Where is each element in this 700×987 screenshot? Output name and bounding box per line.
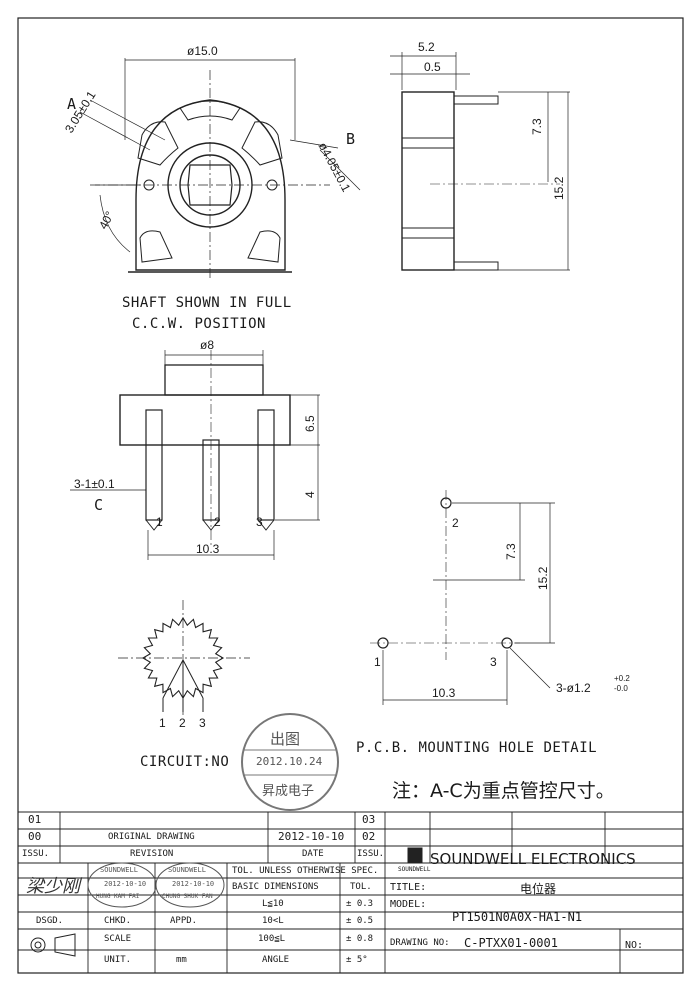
no-label: NO: (625, 940, 644, 951)
tol-range-3: 100≦L (258, 934, 286, 944)
stamp-date: 2012.10.24 (256, 755, 323, 768)
tol-label: TOL. (350, 882, 372, 892)
hdr-issu: ISSU. (22, 849, 50, 859)
sheet-border (17, 17, 684, 974)
approval-stamp (241, 713, 339, 811)
label-scale: SCALE (104, 934, 132, 944)
circuit-pin-2: 2 (179, 716, 186, 730)
pcb-pin-2: 2 (452, 516, 459, 530)
shaft-note-line2: C.C.W. POSITION (132, 316, 266, 332)
label-a: A (67, 95, 77, 113)
label-unit: UNIT. (104, 955, 132, 965)
title-label: TITLE: (390, 882, 427, 893)
signature: 梁少刚 (26, 876, 80, 897)
dim-side-offset: 0.5 (424, 60, 441, 74)
note-cn: 注：A-C为重点管控尺寸。 (392, 780, 615, 802)
title-block-grid (18, 811, 683, 973)
shaft-note-line1: SHAFT SHOWN IN FULL (122, 295, 292, 311)
tol-value-3: ± 0.8 (346, 934, 374, 944)
label-chkd: CHKD. (104, 916, 132, 926)
stamp-title: 出图 (270, 730, 301, 748)
small-stamp-2-bottom: CHUNG SHUK FAN (162, 893, 213, 900)
label-dsgd: DSGD. (36, 916, 64, 926)
circuit-pin-3: 3 (199, 716, 206, 730)
pcb-dim-hole: 3-ø1.2 (556, 681, 591, 695)
right-row-03: 03 (362, 813, 376, 826)
small-stamp-1-top: SOUNDWELL (100, 866, 138, 874)
tol-value-1: ± 0.3 (346, 899, 374, 909)
small-stamp-2-date: 2012-10-10 (172, 880, 215, 888)
tol-range-2: 10<L (262, 916, 284, 926)
hdr-issu2: ISSU. (357, 849, 385, 859)
rev-issu-01: 01 (28, 813, 42, 826)
drawing-no-label: DRAWING NO: (390, 938, 450, 948)
rev-date-00: 2012-10-10 (278, 830, 345, 843)
hdr-revision: REVISION (130, 849, 174, 859)
small-stamp-2-top: SOUNDWELL (168, 866, 206, 874)
angle-tol: ± 5° (346, 955, 368, 965)
bottom-pin-2: 2 (214, 515, 221, 529)
dim-side-half: 7.3 (530, 118, 544, 135)
dim-body-height: 6.5 (303, 415, 317, 432)
rev-issu-00: 00 (28, 830, 42, 843)
circuit-view (118, 600, 250, 715)
title-value: 电位器 (520, 882, 557, 896)
pcb-title: P.C.B. MOUNTING HOLE DETAIL (356, 740, 598, 756)
bottom-pin-1: 1 (156, 515, 163, 529)
rev-desc-00: ORIGINAL DRAWING (108, 832, 195, 842)
dim-shaft-diameter: ø8 (200, 338, 215, 352)
company-name: SOUNDWELL ELECTRONICS (430, 850, 636, 868)
circuit-label: CIRCUIT:NO (140, 754, 230, 770)
front-view (79, 58, 361, 280)
pcb-view (370, 490, 555, 705)
unit-value: mm (176, 955, 187, 965)
soundwell-logo-icon (407, 847, 423, 863)
dim-side-total: 5.2 (418, 40, 435, 54)
dim-pin-length: 4 (303, 491, 317, 498)
dim-pitch: 10.3 (196, 542, 220, 556)
small-stamp-1-date: 2012-10-10 (104, 880, 147, 888)
hdr-date: DATE (302, 849, 324, 859)
bottom-view (70, 350, 320, 560)
small-stamps (87, 862, 225, 908)
drawing-no-value: C-PTXX01-0001 (464, 936, 558, 950)
tol-value-2: ± 0.5 (346, 916, 374, 926)
pcb-tol-plus: +0.2 (614, 674, 630, 683)
angle-label: ANGLE (262, 955, 290, 965)
label-appd: APPD. (170, 916, 198, 926)
label-b: B (346, 130, 356, 148)
dim-c: 3-1±0.1 (74, 477, 115, 491)
pcb-pin-1: 1 (374, 655, 381, 669)
right-row-02: 02 (362, 830, 376, 843)
dim-side-height: 15.2 (552, 176, 566, 200)
pcb-tol-minus: -0.0 (614, 684, 628, 693)
side-view (390, 52, 570, 271)
basic-dimensions: BASIC DIMENSIONS (232, 882, 319, 892)
circuit-pin-1: 1 (159, 716, 166, 730)
small-stamp-1-bottom: HUNG KAM FAI (96, 893, 140, 900)
model-value: PT1501N0A0X-HA1-N1 (452, 910, 583, 924)
tol-header: TOL. UNLESS OTHERWISE SPEC. (232, 866, 379, 876)
projection-symbol (30, 933, 76, 957)
tol-range-1: L≦10 (262, 899, 284, 909)
logo-text: SOUNDWELL (398, 866, 431, 873)
model-label: MODEL: (390, 899, 427, 910)
pcb-dim-height: 15.2 (536, 566, 550, 590)
label-c: C (94, 496, 104, 514)
pcb-pin-3: 3 (490, 655, 497, 669)
stamp-company: 昇成电子 (262, 784, 315, 799)
pcb-dim-pitch: 10.3 (432, 686, 456, 700)
dim-outer-diameter: ø15.0 (187, 44, 218, 58)
bottom-pin-3: 3 (256, 515, 263, 529)
pcb-dim-half: 7.3 (504, 543, 518, 560)
